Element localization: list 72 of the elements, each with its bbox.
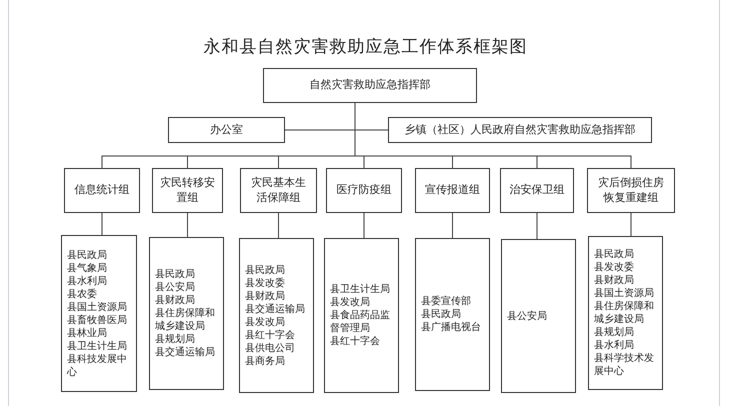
- member-text: 县住房保障和城乡建设局: [594, 300, 655, 326]
- member-text: 县水利局: [67, 274, 107, 288]
- org-box: [64, 168, 140, 213]
- member-text: 县公安局: [155, 281, 195, 294]
- member-text: 县林业局: [67, 326, 107, 340]
- member-text: 县卫生计生局: [330, 283, 390, 296]
- member-text: 县水利局: [594, 339, 634, 352]
- member-list-box: [588, 236, 663, 390]
- member-text: 县发改局: [245, 316, 285, 328]
- member-text: 县科技发展中心: [67, 352, 128, 378]
- org-box: [587, 168, 675, 213]
- diagram-title: 永和县自然灾害救助应急工作体系框架图: [202, 36, 528, 58]
- member-list-box: [415, 238, 490, 391]
- member-text: 县委宣传部: [421, 295, 471, 308]
- member-text: 县商务局: [245, 354, 285, 368]
- org-box: [326, 168, 402, 213]
- member-text: 县规划局: [155, 333, 195, 346]
- connector-line: [452, 212, 453, 238]
- org-box: [152, 168, 223, 213]
- member-text: 县民政局: [155, 268, 195, 281]
- member-text: 县畜牧兽医局: [67, 314, 127, 326]
- connector-line: [536, 212, 538, 240]
- org-label: 信息统计组: [74, 183, 130, 198]
- org-label: 灾民转移安置组: [159, 176, 216, 205]
- org-label: 治安保卫组: [510, 183, 564, 198]
- member-text: 县食品药品监督管理局: [330, 309, 391, 335]
- connector-line: [630, 212, 632, 236]
- member-text: 县规划局: [594, 326, 634, 339]
- member-text: 县红十字会: [330, 335, 380, 348]
- connector-line: [278, 212, 279, 238]
- member-text: 县民政局: [67, 248, 107, 262]
- member-text: 县财政局: [245, 290, 285, 302]
- member-text: 县民政局: [245, 264, 285, 276]
- member-list-box: [501, 239, 576, 393]
- member-text: 县住房保障和城乡建设局: [155, 307, 216, 333]
- org-box: [388, 117, 652, 143]
- org-label: 宣传报道组: [425, 183, 480, 198]
- connector-line: [187, 212, 188, 238]
- org-label: 医疗防疫组: [336, 183, 392, 198]
- org-label: 乡镇（社区）人民政府自然灾害救助应急指挥部: [404, 122, 636, 138]
- org-label: 灾后倒损住房恢复重建组: [597, 176, 665, 205]
- org-box: [500, 168, 574, 213]
- member-text: 县发改局: [330, 296, 370, 309]
- member-text: 县国土资源局: [594, 287, 654, 300]
- member-text: 县供电公司: [245, 342, 295, 354]
- org-box: [415, 168, 490, 213]
- member-text: 县卫生计生局: [67, 340, 127, 352]
- org-label: 灾民基本生活保障组: [250, 176, 307, 205]
- member-text: 县科学技术发展中心: [594, 352, 655, 378]
- member-text: 县交通运输局: [245, 302, 305, 316]
- member-text: 县民政局: [421, 308, 461, 321]
- member-text: 县民政局: [594, 248, 634, 261]
- org-label: 自然灾害救助应急指挥部: [310, 78, 430, 93]
- member-text: 县发改委: [594, 261, 634, 274]
- member-text: 县广播电视台: [421, 321, 481, 334]
- member-text: 县红十字会: [245, 328, 295, 342]
- member-list-box: [61, 235, 137, 392]
- member-list-box: [149, 237, 224, 390]
- member-text: 县发改委: [245, 276, 285, 290]
- member-list-box: [239, 238, 314, 393]
- org-box: [168, 117, 285, 143]
- org-box: [263, 68, 477, 103]
- member-text: 县公安局: [507, 310, 547, 322]
- member-list-box: [324, 238, 399, 393]
- member-text: 县财政局: [594, 274, 634, 287]
- member-text: 县农委: [67, 288, 97, 300]
- member-text: 县财政局: [155, 294, 195, 307]
- member-text: 县交通运输局: [155, 346, 215, 359]
- org-label: 办公室: [210, 122, 243, 138]
- member-text: 县国土资源局: [67, 300, 127, 314]
- org-box: [240, 168, 317, 213]
- member-text: 县气象局: [67, 262, 107, 274]
